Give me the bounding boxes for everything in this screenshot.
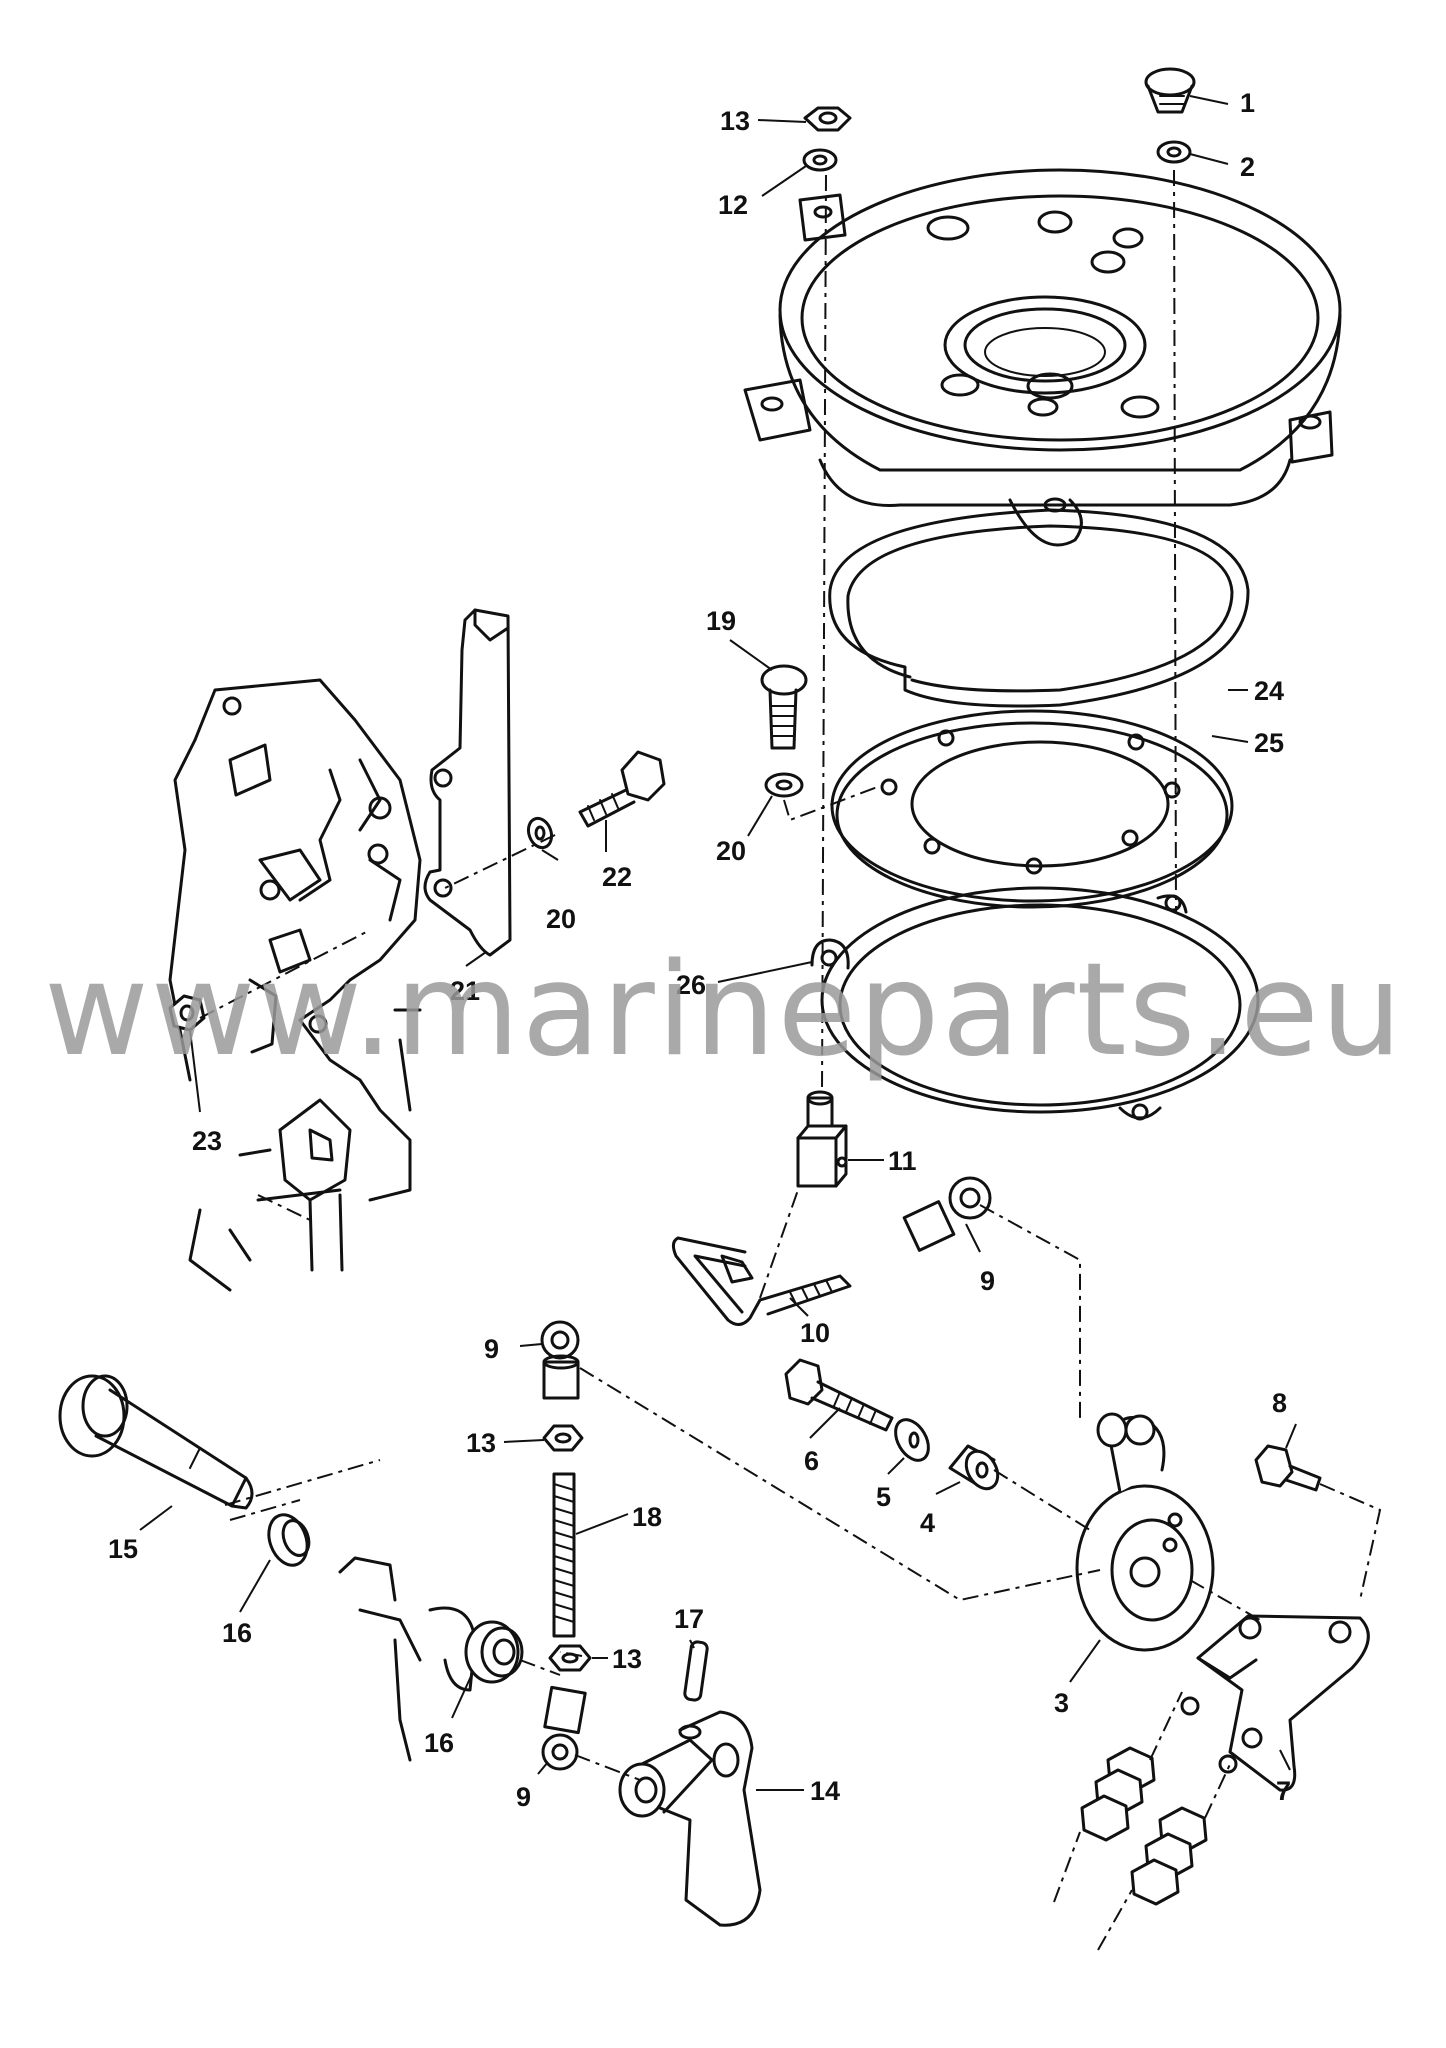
callout-labels: 1 2 13 12 19 24 25 20 22 20 21 26 23 11 … [108, 88, 1291, 1812]
callout-17: 17 [674, 1604, 704, 1634]
callout-18: 18 [632, 1502, 662, 1532]
callout-4: 4 [920, 1508, 935, 1538]
bushing-4 [948, 1444, 1000, 1491]
threaded-rod-18 [552, 1472, 576, 1638]
callout-11: 11 [888, 1146, 917, 1176]
callout-22: 22 [602, 862, 632, 892]
lever-14 [618, 1710, 762, 1927]
callout-9-top: 9 [484, 1334, 499, 1364]
nut-13-lower [548, 1644, 592, 1672]
watermark-text: www.marineparts.eu [44, 936, 1404, 1085]
washer-20-right [764, 772, 804, 798]
link-rod-10 [671, 1236, 852, 1326]
powerhead-casting [168, 678, 422, 1292]
callout-13-middle: 13 [466, 1428, 496, 1458]
shaft-15 [58, 1374, 254, 1510]
callout-13-top: 13 [720, 106, 750, 136]
callout-9-lower: 9 [516, 1782, 531, 1812]
callout-23: 23 [192, 1126, 222, 1156]
callout-25: 25 [1254, 728, 1284, 758]
plate-21 [423, 608, 512, 957]
leader-lines [139, 95, 1297, 1791]
screw-19 [760, 664, 808, 750]
washer-2 [1156, 140, 1192, 164]
callout-20-right: 20 [716, 836, 746, 866]
callout-13-lower: 13 [612, 1644, 642, 1674]
pin-17 [683, 1640, 709, 1702]
nut-13-middle [542, 1424, 584, 1452]
callout-5: 5 [876, 1482, 891, 1512]
fitting-11 [796, 1090, 848, 1188]
callout-15: 15 [108, 1534, 138, 1564]
ball-socket-9-right [902, 1176, 992, 1252]
connector-pair [1053, 1691, 1238, 1951]
bushing-16-lower [464, 1620, 524, 1684]
retaining-ring-24 [828, 508, 1250, 708]
bolt-6 [784, 1358, 894, 1432]
callout-2: 2 [1240, 152, 1255, 182]
screw-22 [578, 750, 666, 828]
nut-23 [168, 994, 206, 1032]
callout-16-upper: 16 [222, 1618, 252, 1648]
callout-9-right: 9 [980, 1266, 995, 1296]
screw-1 [1144, 67, 1196, 114]
gasket-25 [830, 709, 1234, 909]
callout-24: 24 [1254, 676, 1284, 706]
washer-5 [894, 1418, 930, 1462]
assembly-lines [199, 169, 1382, 1781]
callout-1: 1 [1240, 88, 1255, 118]
cam-lever-3 [1075, 1412, 1215, 1652]
bracket-7 [1196, 1614, 1370, 1792]
callout-6: 6 [804, 1446, 819, 1476]
callout-16-lower: 16 [424, 1728, 454, 1758]
callout-21: 21 [450, 976, 480, 1006]
ball-socket-9-top [540, 1320, 580, 1400]
callout-8: 8 [1272, 1388, 1287, 1418]
callout-7: 7 [1276, 1776, 1291, 1806]
callout-10: 10 [800, 1318, 830, 1348]
callout-3: 3 [1054, 1688, 1069, 1718]
washer-20-left [526, 816, 554, 850]
callout-26: 26 [676, 970, 706, 1000]
stator-plate [743, 168, 1342, 547]
nut-13-top [803, 106, 852, 132]
washer-12 [802, 148, 838, 172]
callout-20-left: 20 [546, 904, 576, 934]
ball-socket-9-lower [541, 1685, 587, 1771]
callout-14: 14 [810, 1776, 840, 1806]
callout-19: 19 [706, 606, 736, 636]
bushing-16-upper [267, 1513, 311, 1567]
lower-casting [338, 1556, 477, 1762]
bolt-8 [1254, 1444, 1322, 1492]
callout-12: 12 [718, 190, 748, 220]
